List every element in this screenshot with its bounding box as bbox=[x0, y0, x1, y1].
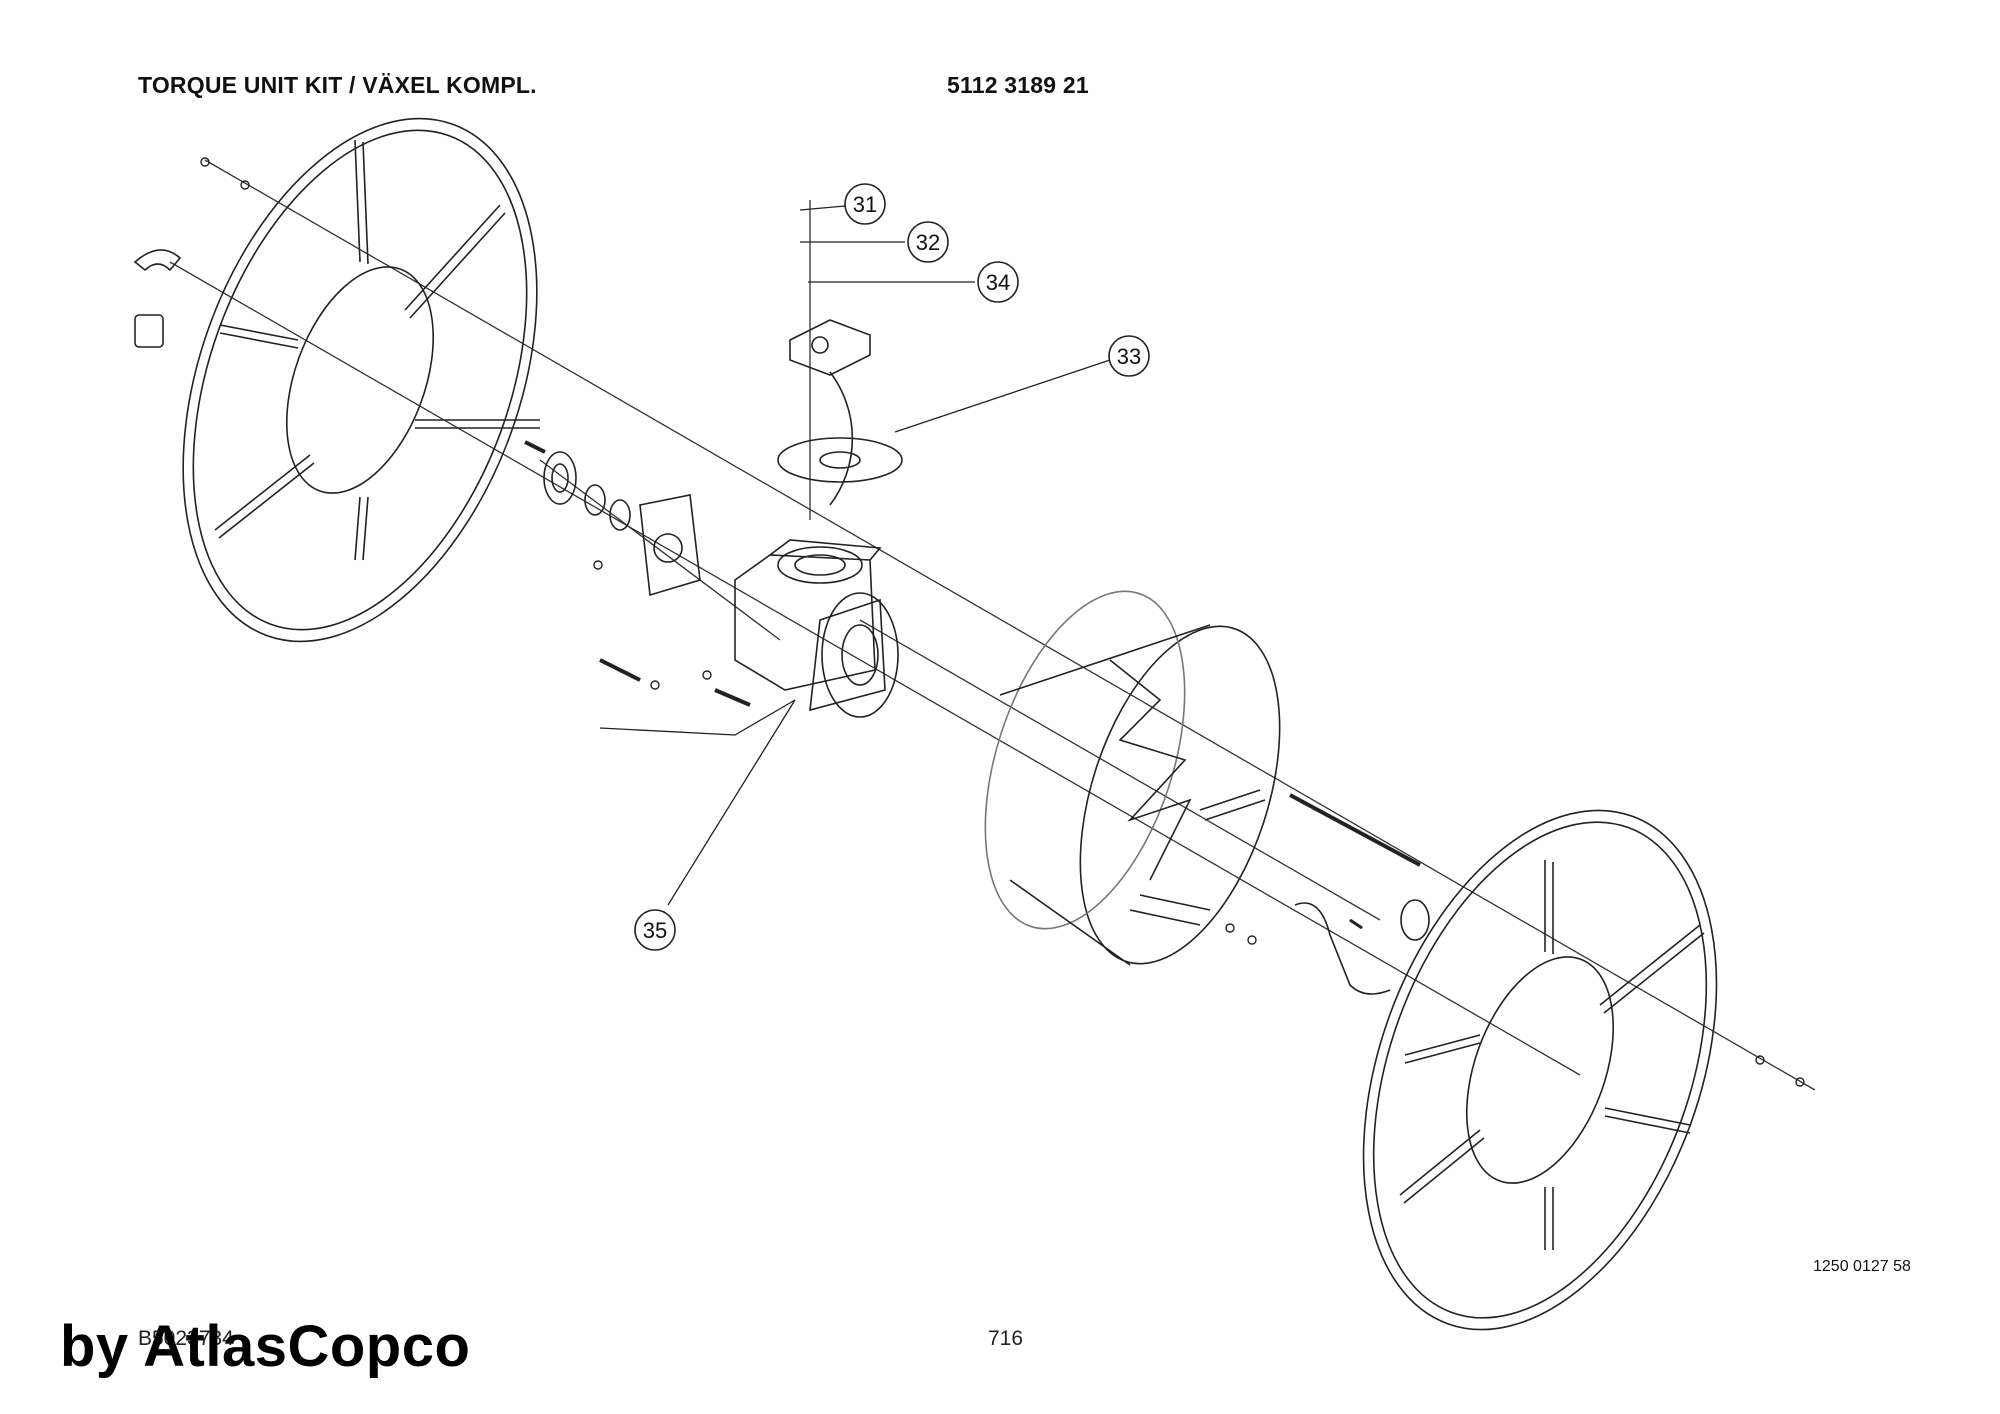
gearbox-unit bbox=[639, 494, 899, 718]
right-reel-flange bbox=[1362, 809, 1718, 1331]
callout-balloons bbox=[634, 183, 1150, 951]
page-title: TORQUE UNIT KIT / VÄXEL KOMPL. bbox=[138, 72, 537, 98]
callout-balloon-34 bbox=[977, 261, 1019, 303]
callout-label-35: 35 bbox=[643, 918, 667, 943]
callout-balloon-31 bbox=[844, 183, 886, 225]
brand-watermark: by AtlasCopco bbox=[60, 1314, 471, 1379]
axis-lines bbox=[169, 159, 1816, 1091]
left-reel-flange bbox=[182, 117, 540, 643]
reel-drum bbox=[984, 590, 1281, 966]
part-number: 5112 3189 21 bbox=[947, 72, 1089, 98]
drawing-number: 1250 0127 58 bbox=[1813, 1258, 1911, 1275]
callout-leaders bbox=[599, 205, 1111, 906]
top-bracket-and-cover bbox=[777, 319, 903, 506]
callout-balloon-33 bbox=[1108, 335, 1150, 377]
callout-label-31: 31 bbox=[853, 192, 877, 217]
seal-rings bbox=[543, 451, 631, 531]
hose-fittings bbox=[133, 249, 1430, 995]
callout-label-34: 34 bbox=[986, 270, 1010, 295]
callout-balloon-32 bbox=[907, 221, 949, 263]
callout-label-32: 32 bbox=[916, 230, 940, 255]
page-number: 716 bbox=[988, 1327, 1024, 1350]
callout-balloon-35 bbox=[634, 909, 676, 951]
fasteners bbox=[200, 157, 1805, 1087]
callout-label-33: 33 bbox=[1117, 344, 1141, 369]
document-reference: B5023734 bbox=[138, 1327, 234, 1350]
